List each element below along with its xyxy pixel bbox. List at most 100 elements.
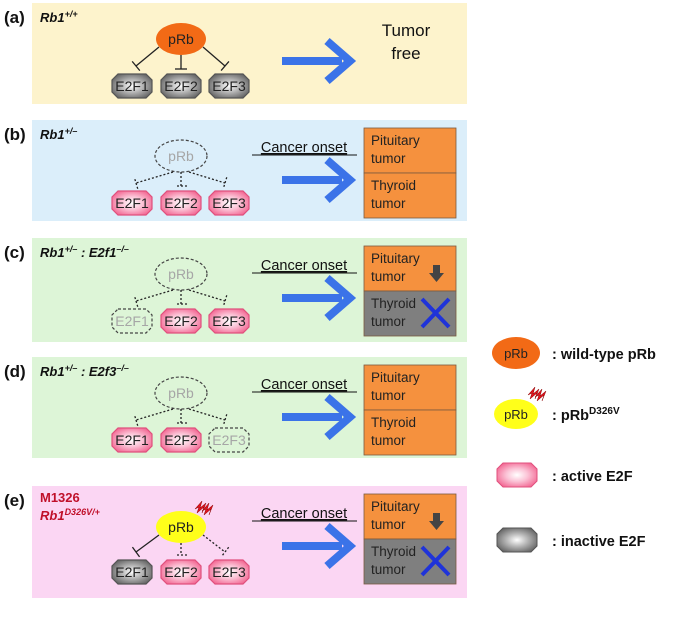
tumor-word: tumor <box>371 151 406 166</box>
e2f-label: E2F2 <box>164 432 198 448</box>
e2f-node: E2F2 <box>160 427 202 453</box>
legend-item-inactive: : inactive E2F <box>496 527 646 553</box>
e2f-node: E2F1 <box>111 559 153 585</box>
legend-text: : active E2F <box>552 469 633 485</box>
e2f-node: E2F1 <box>111 73 153 99</box>
inhibition-bar <box>222 295 228 307</box>
e2f-octagon-shape <box>111 73 153 99</box>
inhibition-bar <box>131 60 141 72</box>
e2f-octagon-shape <box>208 73 250 99</box>
tumor-box-rect <box>363 245 457 292</box>
outcome-line2: free <box>391 44 420 63</box>
arrow-head <box>324 274 357 322</box>
inhibition-line <box>202 46 230 71</box>
tumor-name: Thyroid <box>371 178 416 193</box>
down-arrow-head <box>429 521 444 530</box>
e2f-node: E2F3 <box>208 427 250 453</box>
e2f-label: E2F1 <box>115 313 149 329</box>
inhibition-line <box>175 172 187 187</box>
e2f-octagon-shape <box>111 308 153 334</box>
tumor-box: Thyroid tumor <box>363 538 457 585</box>
inhibition-stem <box>135 171 174 184</box>
tumor-word: tumor <box>371 517 406 532</box>
genotype-gene: Rb1 <box>40 245 65 260</box>
e2f-node: E2F1 <box>111 427 153 453</box>
inhibition-line <box>133 408 174 426</box>
genotype-label: Rb1+/– : E2f3–/– <box>40 363 129 379</box>
cancer-onset-title: Cancer onset <box>261 506 347 522</box>
panel-label: (b) <box>4 125 26 144</box>
e2f-octagon-shape <box>160 190 202 216</box>
e2f-label: E2F2 <box>164 195 198 211</box>
abolished-cross-icon <box>420 545 451 577</box>
progression-arrow <box>282 37 357 85</box>
strain-name: M1326 <box>40 490 80 505</box>
down-arrow-icon <box>429 265 444 282</box>
prb-node: pRb <box>156 23 206 55</box>
genotype-label: Rb1+/+ <box>40 9 78 25</box>
tumor-name: Thyroid <box>371 544 416 559</box>
legend-text: : pRbD326V <box>552 406 620 424</box>
inhibition-line <box>188 408 228 426</box>
e2f-label: E2F2 <box>164 313 198 329</box>
cancer-onset-title: Cancer onset <box>261 258 347 274</box>
arrow-head <box>324 37 357 85</box>
genotype-allele: +/+ <box>65 9 79 19</box>
lightning-bolt-1 <box>194 500 207 514</box>
legend-mutant-symbol <box>494 399 538 429</box>
legend-symbol-label: pRb <box>504 407 528 422</box>
inhibition-bar <box>222 414 228 426</box>
tumor-name: Thyroid <box>371 296 416 311</box>
tumor-box-rect <box>363 538 457 585</box>
inhibition-stem <box>202 534 226 553</box>
inhibition-line <box>188 289 228 307</box>
genotype-allele: +/– <box>65 126 78 136</box>
genotype-allele: D326V/+ <box>65 507 101 517</box>
tumor-box: Pituitary tumor <box>363 493 457 540</box>
prb-label: pRb <box>168 519 194 535</box>
legend-text: : inactive E2F <box>552 534 646 550</box>
e2f-node: E2F2 <box>160 73 202 99</box>
e2f-node: E2F3 <box>208 73 250 99</box>
down-arrow-stem <box>433 513 440 522</box>
inhibition-stem <box>135 534 160 553</box>
tumor-word: tumor <box>371 562 406 577</box>
progression-arrow <box>282 274 357 322</box>
genotype-gene: Rb1 <box>40 10 65 25</box>
legend-active-symbol <box>496 462 538 488</box>
prb-ellipse <box>154 139 208 173</box>
prb-node: pRb <box>156 500 214 543</box>
prb-ellipse <box>154 257 208 291</box>
inhibition-line <box>175 409 187 424</box>
inhibition-line <box>133 289 174 307</box>
lightning-icon <box>194 500 214 516</box>
e2f-label: E2F2 <box>164 78 198 94</box>
panel-label: (a) <box>4 8 25 27</box>
tumor-name: Pituitary <box>371 499 420 514</box>
e2f-node: E2F3 <box>208 190 250 216</box>
inhibition-line <box>188 171 228 189</box>
cross-stroke-2 <box>420 297 451 329</box>
tumor-box-rect <box>363 364 457 411</box>
tumor-word: tumor <box>371 269 406 284</box>
e2f-node: E2F3 <box>208 308 250 334</box>
cross-stroke-2 <box>420 545 451 577</box>
inhibition-bar <box>222 177 228 189</box>
progression-arrow <box>282 156 357 204</box>
inhibition-stem <box>202 46 226 67</box>
e2f-label: E2F2 <box>164 564 198 580</box>
lightning-bolt-2 <box>201 502 214 516</box>
tumor-box-rect <box>363 127 457 174</box>
tumor-box-rect <box>363 172 457 219</box>
e2f-octagon-shape <box>160 308 202 334</box>
genotype-second-gene: : E2f1 <box>77 245 116 260</box>
inhibition-line <box>131 534 160 558</box>
down-arrow-head <box>429 273 444 282</box>
arrow-head <box>324 393 357 441</box>
